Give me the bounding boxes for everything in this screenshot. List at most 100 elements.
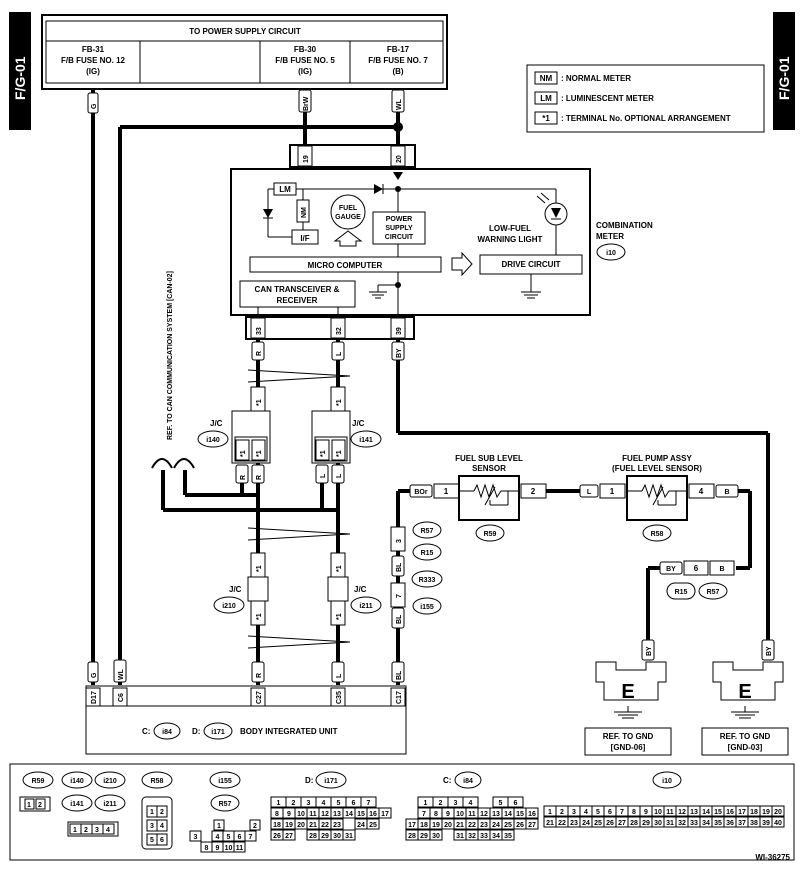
i10-pin-label: 6 — [608, 809, 612, 816]
fuel-pump-label-1: FUEL PUMP ASSY — [622, 454, 692, 463]
i10-pin-label: 13 — [690, 809, 698, 816]
fuel-pump-label-2: (FUEL LEVEL SENSOR) — [612, 464, 702, 473]
drive-circuit: DRIVE CIRCUIT — [501, 260, 560, 269]
svg-text:i155: i155 — [420, 604, 434, 611]
micro-computer: MICRO COMPUTER — [308, 261, 383, 270]
i84-pin-label: 6 — [514, 800, 518, 807]
i84-pin-label: 30 — [432, 833, 440, 840]
i171-pin-label: 18 — [273, 822, 281, 829]
svg-text:C:: C: — [142, 727, 150, 736]
i84-pin-label: 7 — [422, 811, 426, 818]
svg-text:BL: BL — [396, 562, 403, 572]
i10-pin-label: 25 — [594, 820, 602, 827]
svg-text:E: E — [738, 681, 751, 703]
svg-text:*1: *1 — [336, 613, 343, 620]
svg-text:R58: R58 — [151, 778, 164, 785]
svg-text:B: B — [719, 566, 724, 573]
i155-pin-cell — [213, 819, 225, 831]
can-reference: REF. TO CAN COMMUNICATION SYSTEM [CAN-02… — [151, 258, 338, 512]
svg-text:i140: i140 — [70, 778, 84, 785]
fuse-fb31-id: FB-31 — [82, 45, 105, 54]
i171-pin-label: 2 — [292, 800, 296, 807]
meter-nm: NM — [301, 207, 308, 218]
fuel-sub-conn-tag: R59 — [484, 531, 497, 538]
ground-gnd03: BY E REF. TO GND [GND-03] — [701, 639, 789, 756]
svg-text:BY: BY — [766, 646, 773, 656]
i84-pin-label: 4 — [469, 800, 473, 807]
i171-pin-label: 19 — [285, 822, 293, 829]
i84-pin-label: 2 — [439, 800, 443, 807]
i84-pin-label: 14 — [504, 811, 512, 818]
i84-pin-cell — [507, 796, 524, 808]
i84-pin-cell — [462, 796, 479, 808]
svg-text:i171: i171 — [211, 729, 225, 736]
svg-text:3: 3 — [95, 827, 99, 834]
i10-pin-label: 17 — [738, 809, 746, 816]
i10-pin-label: 29 — [642, 820, 650, 827]
svg-text:i171: i171 — [324, 778, 338, 785]
i84-pin-label: 33 — [480, 833, 488, 840]
svg-text:i84: i84 — [162, 729, 172, 736]
i171-pin-label: 17 — [381, 811, 389, 818]
i155-pin-label: 9 — [216, 845, 220, 852]
i171-pin-cell — [282, 829, 296, 841]
can-transceiver-1: CAN TRANSCEIVER & — [255, 285, 340, 294]
svg-text:J/C: J/C — [352, 419, 365, 428]
svg-text:R: R — [256, 673, 263, 678]
i10-pin-label: 10 — [654, 809, 662, 816]
svg-text:D:: D: — [192, 727, 200, 736]
wire-wl-label: WL — [396, 98, 403, 110]
i84-pin-label: 34 — [492, 833, 500, 840]
diagram-id: WI-36275 — [755, 853, 790, 862]
i171-pin-label: 6 — [352, 800, 356, 807]
wire-g-label: G — [91, 103, 98, 109]
i155-pin-label: 5 — [227, 834, 231, 841]
i10-pin-label: 5 — [596, 809, 600, 816]
page-tag-left: F/G-01 — [9, 12, 31, 130]
i84-pin-label: 32 — [468, 833, 476, 840]
i10-pin-label: 38 — [750, 820, 758, 827]
svg-text:CIRCUIT: CIRCUIT — [385, 234, 414, 241]
i84-pin-label: 20 — [444, 822, 452, 829]
i84-pin-label: 31 — [456, 833, 464, 840]
i84-pin-label: 19 — [432, 822, 440, 829]
svg-text:[GND-03]: [GND-03] — [728, 743, 763, 752]
can-transceiver-2: RECEIVER — [277, 296, 318, 305]
svg-text:*1: *1 — [336, 565, 343, 572]
fuel-sub-label-2: SENSOR — [472, 464, 506, 473]
i10-pin-label: 16 — [726, 809, 734, 816]
legend-normal-meter: : NORMAL METER — [561, 74, 631, 83]
i171-pin-label: 23 — [333, 822, 341, 829]
combination-meter-label-2: METER — [596, 232, 624, 241]
i171-pin-label: 26 — [273, 833, 281, 840]
svg-text:i211: i211 — [103, 801, 116, 808]
svg-text:i141: i141 — [70, 801, 84, 808]
svg-text:*1: *1 — [256, 399, 263, 406]
svg-text:J/C: J/C — [354, 585, 367, 594]
i10-pin-label: 22 — [558, 820, 566, 827]
svg-text:3: 3 — [150, 823, 154, 830]
svg-text:J/C: J/C — [229, 585, 242, 594]
svg-text:7: 7 — [396, 594, 403, 598]
i155-pin-cell — [249, 819, 261, 831]
svg-text:C:: C: — [443, 776, 451, 785]
svg-text:6: 6 — [160, 837, 164, 844]
svg-text:L: L — [336, 673, 343, 678]
i84-pin-label: 16 — [528, 811, 536, 818]
svg-text:REF. TO GND: REF. TO GND — [603, 732, 654, 741]
legend-luminescent-meter: : LUMINESCENT METER — [561, 94, 654, 103]
i10-pin-label: 37 — [738, 820, 746, 827]
svg-text:R15: R15 — [421, 550, 434, 557]
i84-pin-label: 23 — [480, 822, 488, 829]
i10-pin-label: 3 — [572, 809, 576, 816]
i171-pin-label: 12 — [321, 811, 329, 818]
svg-text:R: R — [256, 475, 263, 480]
i171-pin-label: 13 — [333, 811, 341, 818]
svg-text:*1: *1 — [336, 399, 343, 406]
i84-pin-label: 26 — [516, 822, 524, 829]
i10-pin-label: 32 — [678, 820, 686, 827]
combination-meter: 19 20 LM NM I/F FUEL GAUGE POWER SUPPLY … — [230, 144, 653, 340]
i10-pin-label: 27 — [618, 820, 626, 827]
i171-pin-label: 20 — [297, 822, 305, 829]
i84-pin-label: 24 — [492, 822, 500, 829]
